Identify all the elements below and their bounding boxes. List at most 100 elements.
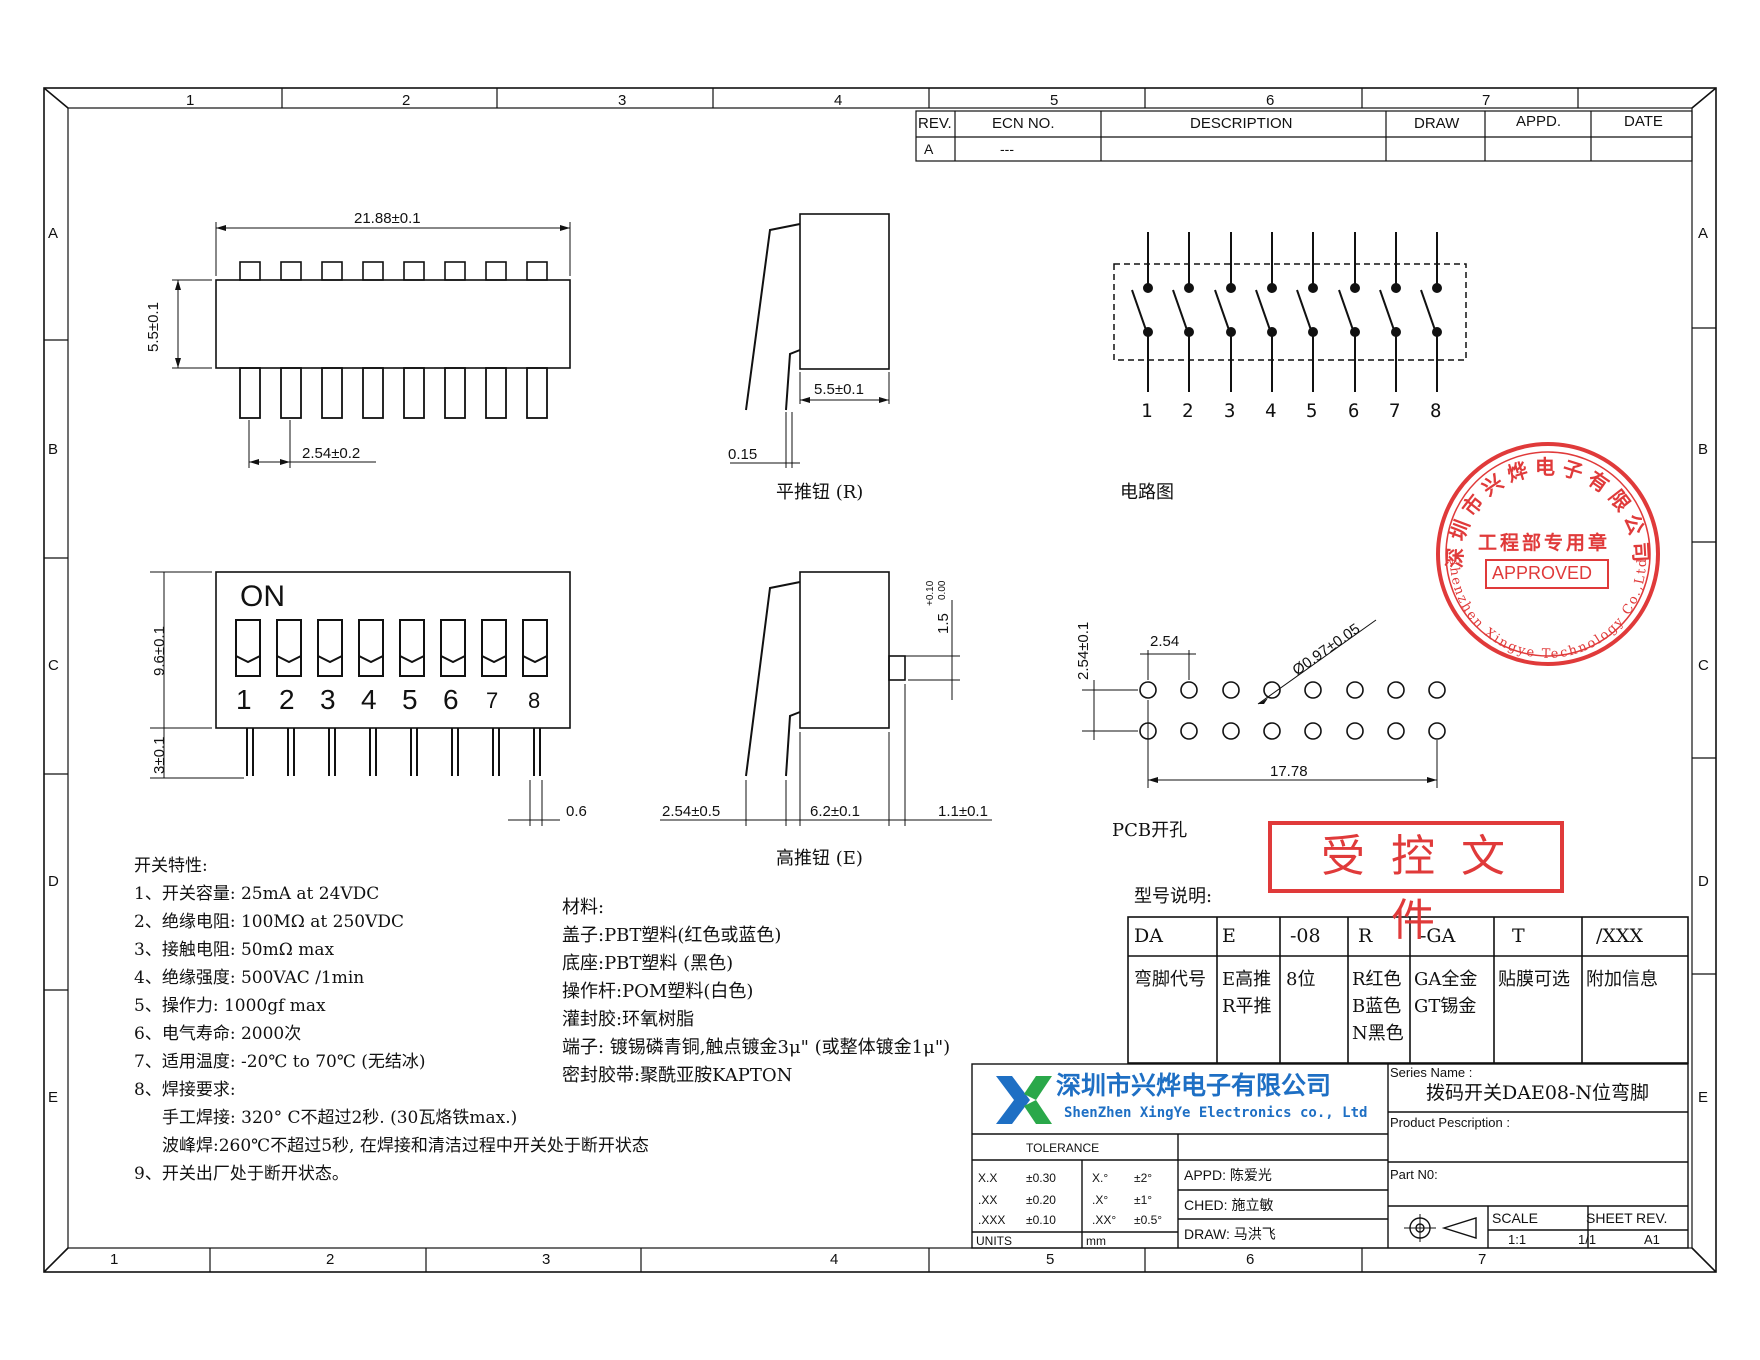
- dim-side-r-thickness: 0.15: [728, 446, 758, 463]
- zone-col-label: 4: [834, 92, 843, 109]
- zone-col-label: 4: [830, 1251, 839, 1268]
- model-code-label: 型号说明:: [1134, 886, 1213, 907]
- zone-row-label: E: [1698, 1089, 1709, 1106]
- caption-circuit: 电路图: [1120, 482, 1174, 503]
- material-line: 盖子:PBT塑料(红色或蓝色): [562, 925, 782, 946]
- dim-body-height: 5.5±0.1: [145, 302, 162, 352]
- zone-row-label: A: [1698, 225, 1709, 242]
- specs-title: 开关特性:: [134, 856, 208, 876]
- model-code-cell: DA: [1134, 925, 1163, 947]
- zone-row-label: D: [48, 873, 59, 890]
- circuit-pin-number: 2: [1182, 400, 1194, 422]
- sheet-value: 1/1: [1578, 1232, 1597, 1247]
- controlled-document-stamp: 受控文件: [1268, 821, 1564, 946]
- sheet-label: SHEET: [1586, 1210, 1633, 1226]
- material-line: 灌封胶:环氧树脂: [562, 1009, 695, 1030]
- spec-line: 8、焊接要求:: [134, 1080, 236, 1100]
- scale-value: 1:1: [1508, 1232, 1527, 1247]
- zone-row-label: A: [48, 225, 59, 242]
- dim-pcb-pitch: 2.54: [1150, 633, 1180, 650]
- circuit-pin-number: 6: [1348, 400, 1360, 422]
- spec-line: 7、适用温度: -20℃ to 70℃ (无结冰): [134, 1052, 426, 1072]
- model-code-cell: -08: [1290, 925, 1321, 947]
- scale-label: SCALE: [1492, 1210, 1538, 1226]
- tol-cell: X.X: [978, 1171, 998, 1185]
- caption-high-actuator: 高推钮 (E): [776, 848, 863, 869]
- company-name-en: ShenZhen XingYe Electronics co., Ltd: [1064, 1105, 1368, 1121]
- zone-col-label: 3: [618, 92, 627, 109]
- side-view-r-drawing: [730, 213, 890, 468]
- stamp-dept: 工程部专用章: [1478, 532, 1611, 554]
- dim-side-e-offset: 2.54±0.5: [662, 803, 721, 820]
- zone-col-label: 2: [326, 1251, 335, 1268]
- rev-header-rev: REV.: [918, 115, 952, 132]
- material-line: 端子: 镀锡磷青铜,触点镀金3μ" (或整体镀金1μ"): [562, 1037, 951, 1058]
- rev-header-ecn: ECN NO.: [992, 115, 1055, 132]
- front-view-drawing: [150, 571, 571, 826]
- tolerance-label: TOLERANCE: [1026, 1141, 1100, 1155]
- caption-pcb: PCB开孔: [1112, 820, 1188, 841]
- series-name-value: 拨码开关DAE08-N位弯脚: [1426, 1082, 1650, 1104]
- tol-cell: .XX: [978, 1193, 998, 1207]
- model-desc-line: 贴膜可选: [1498, 969, 1570, 990]
- model-desc-line: GA全金: [1414, 969, 1478, 990]
- model-desc-line: 附加信息: [1586, 969, 1658, 990]
- company-name-cn: 深圳市兴烨电子有限公司: [1056, 1072, 1332, 1100]
- circuit-pin-number: 4: [1265, 400, 1277, 422]
- checked-by: CHED: 施立敏: [1184, 1197, 1274, 1213]
- model-code-cell: /XXX: [1596, 925, 1643, 947]
- dim-pcb-row: 2.54±0.1: [1075, 621, 1092, 680]
- zone-row-label: E: [48, 1089, 59, 1106]
- spec-line: 手工焊接: 320° C不超过2秒. (30瓦烙铁max.): [162, 1108, 518, 1128]
- switch-number: 4: [361, 684, 377, 715]
- rev-header-date: DATE: [1624, 113, 1663, 130]
- zone-col-label: 3: [542, 1251, 551, 1268]
- dim-actuator-height: 1.5: [935, 613, 952, 634]
- drawn-by: DRAW: 马洪飞: [1184, 1226, 1276, 1242]
- spec-line: 2、绝缘电阻: 100MΩ at 250VDC: [134, 912, 405, 932]
- rev-label: REV.: [1636, 1210, 1668, 1226]
- approved-by: APPD: 陈爱光: [1184, 1167, 1272, 1183]
- zone-row-label: B: [1698, 441, 1709, 458]
- spec-line: 1、开关容量: 25mA at 24VDC: [134, 884, 380, 904]
- switch-number: 3: [320, 684, 336, 715]
- units-label: UNITS: [976, 1234, 1012, 1248]
- zone-col-label: 7: [1478, 1251, 1487, 1268]
- tol-cell: ±1°: [1134, 1193, 1153, 1207]
- model-desc-line: N黑色: [1352, 1023, 1404, 1044]
- dim-pin-pitch: 2.54±0.2: [302, 445, 361, 462]
- circuit-diagram: [1113, 263, 1467, 361]
- title-block-grid: [971, 1063, 1689, 1249]
- model-code-cell: T: [1512, 925, 1525, 947]
- model-code-cell: -GA: [1420, 925, 1456, 947]
- on-label: ON: [240, 580, 285, 613]
- model-desc-cell: 贴膜可选: [1498, 966, 1570, 993]
- tol-cell: .X°: [1092, 1193, 1109, 1207]
- circuit-pin-number: 7: [1389, 400, 1401, 422]
- switch-number: 5: [402, 684, 418, 715]
- zone-col-label: 6: [1246, 1251, 1255, 1268]
- switch-number: 1: [236, 684, 252, 715]
- caption-flat-actuator: 平推钮 (R): [776, 482, 864, 503]
- model-desc-line: R平推: [1222, 996, 1272, 1017]
- units-value: mm: [1086, 1234, 1106, 1248]
- spec-line: 4、绝缘强度: 500VAC /1min: [134, 968, 365, 988]
- model-desc-cell: 8位: [1286, 966, 1315, 993]
- dim-side-e-width: 6.2±0.1: [810, 803, 860, 820]
- model-desc-line: 8位: [1286, 969, 1316, 990]
- rev-value: A1: [1644, 1232, 1660, 1247]
- rev-header-draw: DRAW: [1414, 115, 1460, 132]
- spec-line: 9、开关出厂处于断开状态。: [134, 1164, 349, 1184]
- circuit-pin-number: 5: [1306, 400, 1318, 422]
- spec-line: 波峰焊:260℃不超过5秒, 在焊接和清洁过程中开关处于断开状态: [162, 1136, 649, 1156]
- front-view-switches: [235, 619, 548, 776]
- model-desc-line: B蓝色: [1352, 996, 1402, 1017]
- stamp-approved: APPROVED: [1492, 563, 1593, 583]
- zone-col-label: 1: [186, 92, 195, 109]
- tol-cell: ±0.10: [1026, 1213, 1056, 1227]
- tol-cell: ±0.5°: [1134, 1213, 1163, 1227]
- specs-block: 开关特性: 1、开关容量: 25mA at 24VDC 2、绝缘电阻: 100M…: [134, 852, 649, 1188]
